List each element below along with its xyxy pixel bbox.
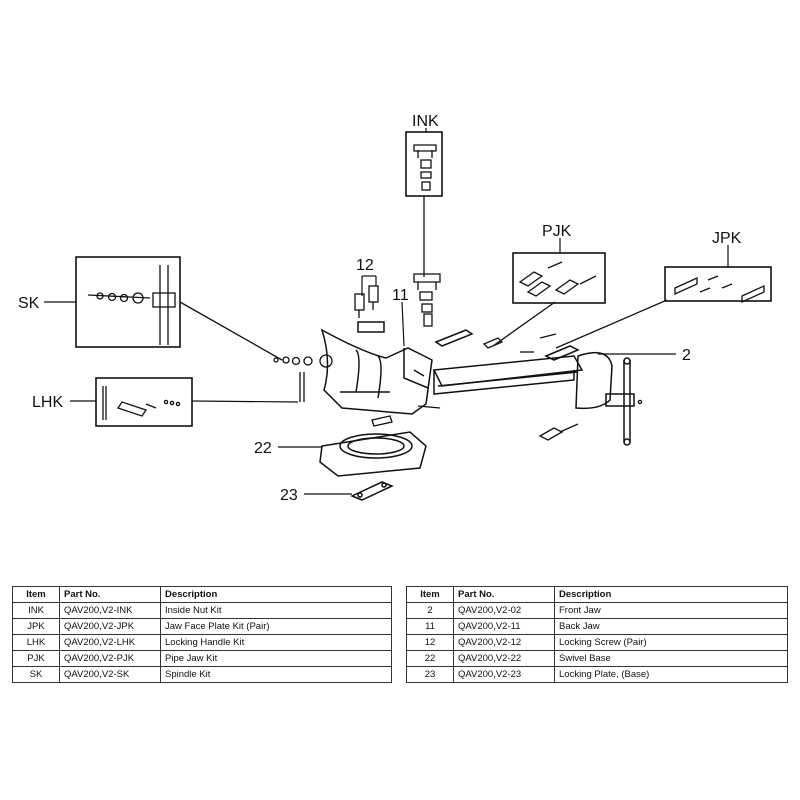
ink-kit-inset	[405, 131, 443, 277]
callout-2: 2	[682, 347, 691, 364]
item-cell: 11	[406, 618, 454, 635]
table-row: 22 QAV200,V2-22 Swivel Base	[406, 650, 788, 667]
callout-jpk: JPK	[712, 230, 742, 247]
part-no-cell: QAV200,V2-11	[453, 618, 555, 635]
back-jaw-body	[320, 321, 474, 415]
locking-screws	[354, 285, 379, 318]
pjk-kit-inset	[492, 252, 606, 347]
locking-plate-part	[350, 481, 394, 501]
part-no-cell: QAV200,V2-PJK	[59, 650, 161, 667]
callout-lhk: LHK	[32, 394, 63, 411]
jpk-kit-inset	[555, 266, 772, 349]
part-no-cell: QAV200,V2-22	[453, 650, 555, 667]
description-cell: Locking Plate, (Base)	[554, 666, 788, 683]
header-part-no: Part No.	[453, 586, 555, 603]
table-header-row: Item Part No. Description	[406, 586, 788, 603]
table-row: 23 QAV200,V2-23 Locking Plate, (Base)	[406, 666, 788, 683]
header-description: Description	[160, 586, 392, 603]
part-no-cell: QAV200,V2-02	[453, 602, 555, 619]
description-cell: Jaw Face Plate Kit (Pair)	[160, 618, 392, 635]
table-row: JPK QAV200,V2-JPK Jaw Face Plate Kit (Pa…	[12, 618, 392, 635]
table-row: 11 QAV200,V2-11 Back Jaw	[406, 618, 788, 635]
lhk-kit-inset	[95, 377, 193, 427]
description-cell: Swivel Base	[554, 650, 788, 667]
header-item: Item	[12, 586, 60, 603]
item-cell: INK	[12, 602, 60, 619]
table-row: INK QAV200,V2-INK Inside Nut Kit	[12, 602, 392, 619]
item-cell: SK	[12, 666, 60, 683]
description-cell: Pipe Jaw Kit	[160, 650, 392, 667]
sk-kit-inset	[75, 256, 283, 361]
leader-lines	[44, 128, 729, 495]
callout-12: 12	[356, 257, 374, 274]
description-cell: Front Jaw	[554, 602, 788, 619]
table-row: LHK QAV200,V2-LHK Locking Handle Kit	[12, 634, 392, 651]
description-cell: Inside Nut Kit	[160, 602, 392, 619]
exploded-parts-diagram: INK PJK JPK SK LHK 12 11 2 22 23	[18, 113, 772, 504]
header-item: Item	[406, 586, 454, 603]
item-cell: PJK	[12, 650, 60, 667]
callout-sk: SK	[18, 295, 40, 312]
callout-ink: INK	[412, 113, 439, 130]
parts-table-left: Item Part No. Description INK QAV200,V2-…	[12, 586, 392, 683]
header-part-no: Part No.	[59, 586, 161, 603]
table-row: SK QAV200,V2-SK Spindle Kit	[12, 666, 392, 683]
part-no-cell: QAV200,V2-SK	[59, 666, 161, 683]
swivel-base-part	[319, 431, 427, 477]
inside-nut-part	[413, 273, 441, 327]
table-row: 2 QAV200,V2-02 Front Jaw	[406, 602, 788, 619]
part-no-cell: QAV200,V2-INK	[59, 602, 161, 619]
callout-23: 23	[280, 487, 298, 504]
parts-table-right: Item Part No. Description 2 QAV200,V2-02…	[406, 586, 788, 683]
item-cell: JPK	[12, 618, 60, 635]
header-description: Description	[554, 586, 788, 603]
table-row: 12 QAV200,V2-12 Locking Screw (Pair)	[406, 634, 788, 651]
callout-22: 22	[254, 440, 272, 457]
part-no-cell: QAV200,V2-12	[453, 634, 555, 651]
item-cell: 2	[406, 602, 454, 619]
part-no-cell: QAV200,V2-LHK	[59, 634, 161, 651]
description-cell: Locking Handle Kit	[160, 634, 392, 651]
front-jaw-part	[432, 345, 635, 446]
table-row: PJK QAV200,V2-PJK Pipe Jaw Kit	[12, 650, 392, 667]
table-header-row: Item Part No. Description	[12, 586, 392, 603]
loose-hardware	[371, 333, 643, 441]
description-cell: Spindle Kit	[160, 666, 392, 683]
callout-11: 11	[392, 287, 409, 304]
item-cell: LHK	[12, 634, 60, 651]
spindle-parts	[273, 354, 333, 402]
item-cell: 23	[406, 666, 454, 683]
item-cell: 12	[406, 634, 454, 651]
part-no-cell: QAV200,V2-23	[453, 666, 555, 683]
item-cell: 22	[406, 650, 454, 667]
description-cell: Locking Screw (Pair)	[554, 634, 788, 651]
part-no-cell: QAV200,V2-JPK	[59, 618, 161, 635]
callout-pjk: PJK	[542, 223, 572, 240]
description-cell: Back Jaw	[554, 618, 788, 635]
